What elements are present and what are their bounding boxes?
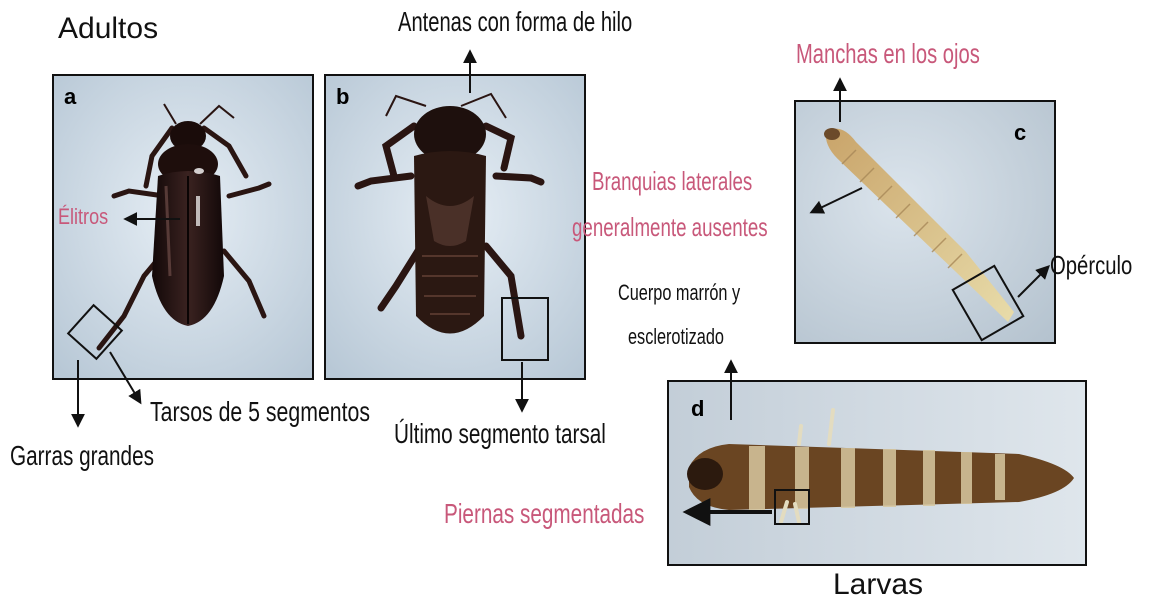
label-operculum: Opérculo (1050, 252, 1132, 278)
label-last-tarsal: Último segmento tarsal (394, 420, 606, 448)
panel-label-c: c (1014, 120, 1026, 146)
panel-label-b: b (336, 84, 349, 110)
label-elytra: Élitros (58, 206, 108, 228)
larva-lateral-image (669, 382, 1087, 566)
adults-title: Adultos (58, 14, 158, 44)
label-gills-line2: generalmente ausentes (572, 214, 768, 240)
beetle-ventral-image (326, 76, 586, 380)
label-body-line2: esclerotizado (628, 326, 724, 348)
photo-panel-b: b (324, 74, 586, 380)
label-large-claws: Garras grandes (10, 442, 154, 470)
panel-label-d: d (691, 396, 704, 422)
label-gills-line1: Branquias laterales (592, 168, 752, 194)
label-antennae: Antenas con forma de hilo (398, 8, 632, 36)
photo-panel-c: c (794, 100, 1056, 344)
larvae-title: Larvas (833, 570, 923, 600)
label-body-line1: Cuerpo marrón y (618, 282, 740, 304)
label-legs: Piernas segmentadas (444, 500, 644, 528)
label-tarsi: Tarsos de 5 segmentos (150, 398, 370, 426)
panel-label-a: a (64, 84, 76, 110)
photo-panel-d: d (667, 380, 1087, 566)
label-eye-spots: Manchas en los ojos (796, 40, 980, 68)
